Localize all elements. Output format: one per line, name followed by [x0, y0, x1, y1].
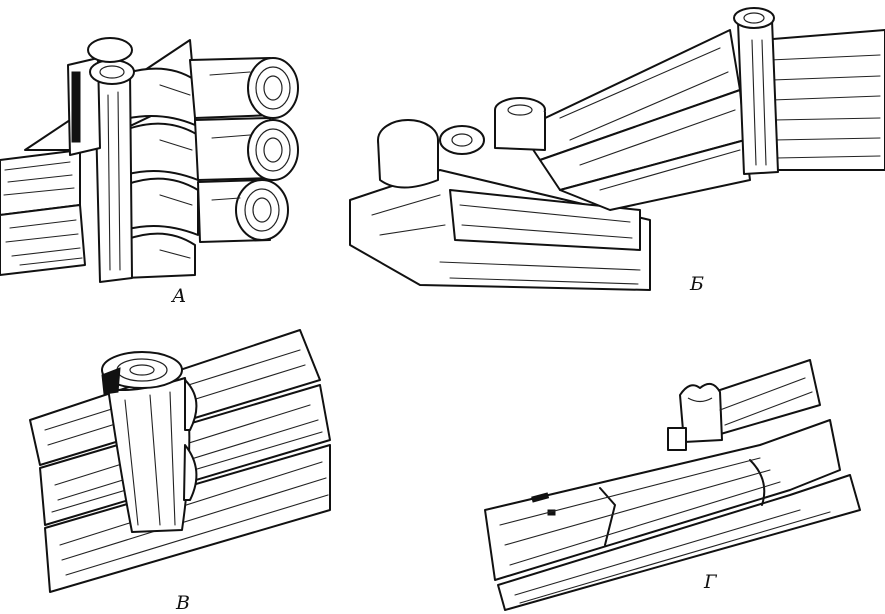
- panel-b-label: Б: [689, 273, 704, 295]
- panel-g-label: Г: [703, 571, 718, 593]
- panel-a-drawing: [0, 37, 299, 283]
- panel-g-drawing: [484, 359, 861, 611]
- panel-v-label: В: [175, 592, 190, 614]
- panel-a-label: А: [170, 285, 186, 307]
- panel-b-drawing: [349, 7, 885, 291]
- panel-v-drawing: [29, 329, 331, 593]
